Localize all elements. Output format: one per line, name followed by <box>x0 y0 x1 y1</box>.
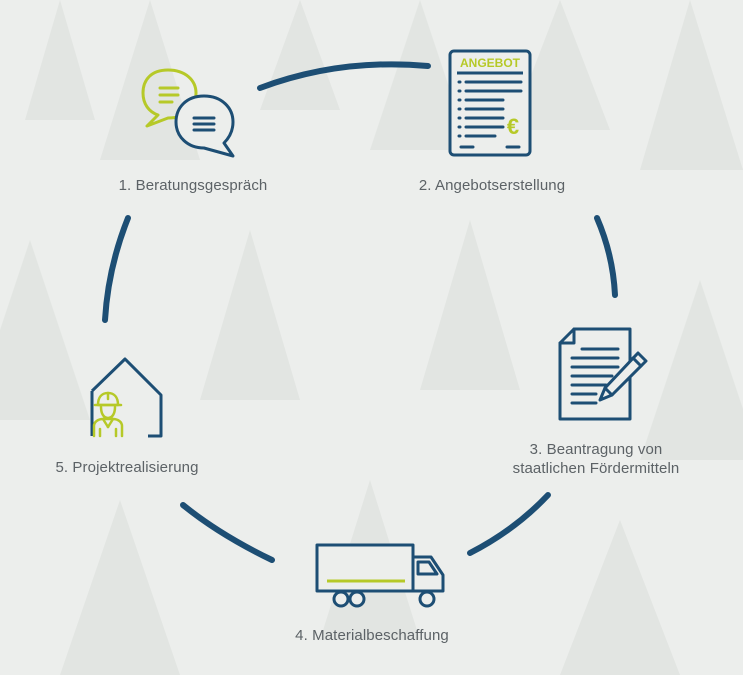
speech-bubbles-icon <box>141 68 235 158</box>
step-4-label: 4. Materialbeschaffung <box>295 627 449 644</box>
svg-text:€: € <box>507 114 519 139</box>
arc-3-4 <box>467 492 551 556</box>
arc-5-1 <box>102 215 131 323</box>
step-3-label-line2: staatlichen Fördermitteln <box>512 460 680 477</box>
arc-1-2 <box>257 61 431 91</box>
step-1-label: 1. Beratungsgespräch <box>118 177 268 194</box>
step-3-label-line1: 3. Beantragung von <box>529 441 663 458</box>
arc-4-5 <box>180 502 275 563</box>
quote-document-icon: ANGEBOT € <box>448 49 532 157</box>
document-pen-icon <box>558 327 648 421</box>
svg-text:ANGEBOT: ANGEBOT <box>460 56 521 70</box>
arc-2-3 <box>594 215 618 298</box>
step-5-label: 5. Projektrealisierung <box>55 459 199 476</box>
step-2-label: 2. Angebotserstellung <box>418 177 566 194</box>
worker-house-icon <box>90 357 163 438</box>
truck-icon <box>315 543 445 608</box>
